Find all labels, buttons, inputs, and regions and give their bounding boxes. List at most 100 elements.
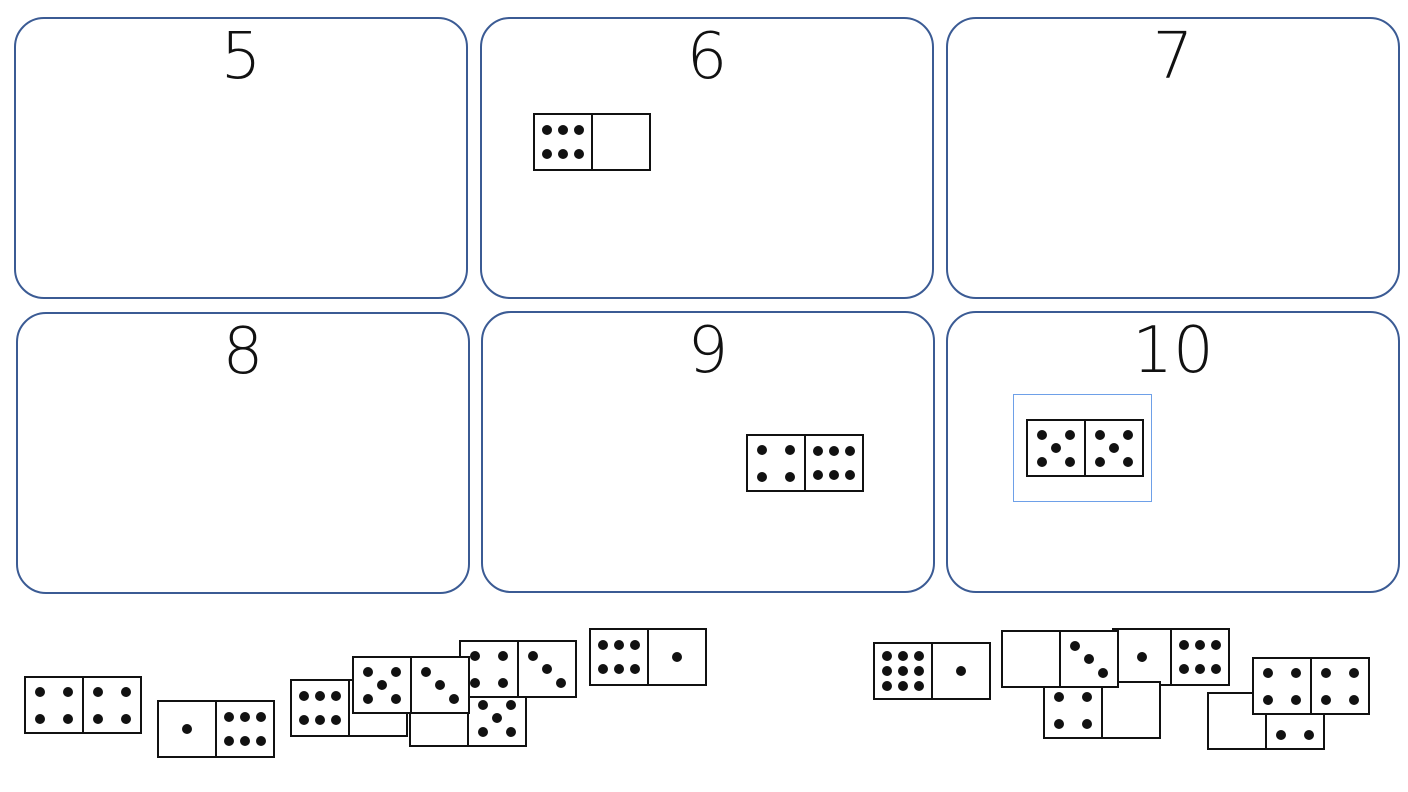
pip — [315, 714, 325, 725]
pip — [614, 663, 624, 674]
pip — [1195, 663, 1205, 674]
pip — [1321, 667, 1331, 678]
pip — [1321, 694, 1331, 705]
pip — [240, 735, 250, 746]
domino-half — [1045, 683, 1101, 737]
domino-half — [804, 436, 862, 490]
domino-half — [82, 678, 140, 732]
pip — [506, 699, 516, 710]
card-number: 8 — [222, 315, 264, 389]
domino[interactable] — [1026, 419, 1144, 477]
pip — [299, 691, 310, 702]
domino-half — [26, 678, 82, 732]
pip — [63, 713, 73, 724]
pip — [498, 650, 508, 661]
pip — [363, 693, 373, 704]
card-8: 8 — [16, 312, 470, 594]
card-number: 6 — [686, 20, 728, 94]
pip — [506, 726, 516, 737]
pip — [63, 686, 73, 697]
pip — [844, 469, 855, 480]
pip — [1109, 443, 1119, 453]
domino[interactable] — [1001, 630, 1119, 688]
pip — [542, 664, 552, 674]
pip — [573, 148, 584, 159]
domino-half — [517, 642, 575, 696]
pip — [785, 444, 795, 455]
pip — [255, 712, 266, 723]
pip — [1054, 691, 1064, 702]
pip — [1179, 663, 1190, 674]
card-number: 10 — [1132, 314, 1214, 388]
pip — [35, 713, 45, 724]
domino[interactable] — [24, 676, 142, 734]
pip — [1349, 667, 1359, 678]
pip — [558, 125, 568, 136]
domino[interactable] — [157, 700, 275, 758]
domino[interactable] — [533, 113, 651, 171]
selection-box — [1013, 394, 1152, 502]
domino[interactable] — [589, 628, 707, 686]
pip — [598, 663, 609, 674]
pip — [240, 712, 250, 723]
domino-half — [931, 644, 989, 698]
pip — [478, 699, 488, 710]
domino[interactable] — [1112, 628, 1230, 686]
pip — [1098, 667, 1108, 678]
domino[interactable] — [746, 434, 864, 492]
pip — [299, 714, 310, 725]
domino-half — [1003, 632, 1059, 686]
pip — [1349, 694, 1359, 705]
card-number: 9 — [687, 314, 729, 388]
pip — [913, 681, 924, 692]
pip — [757, 444, 767, 455]
card-9: 9 — [481, 311, 935, 593]
pip — [1291, 667, 1301, 678]
domino-half — [875, 644, 931, 698]
domino-half — [591, 630, 647, 684]
pip — [470, 650, 480, 661]
domino[interactable] — [459, 640, 577, 698]
pip — [1195, 640, 1205, 651]
pip — [829, 446, 839, 457]
pip — [93, 686, 103, 697]
pip — [1037, 429, 1047, 440]
pip — [391, 666, 401, 677]
pip — [844, 446, 855, 457]
pip — [898, 681, 908, 692]
pip — [913, 650, 924, 661]
pip — [1123, 429, 1133, 440]
pip — [1084, 654, 1094, 664]
pip — [898, 650, 908, 661]
pip — [1304, 729, 1314, 740]
pip — [224, 735, 235, 746]
domino[interactable] — [1252, 657, 1370, 715]
domino-half — [535, 115, 591, 169]
pip — [498, 677, 508, 688]
pip — [224, 712, 235, 723]
domino-half — [1028, 421, 1084, 475]
pip — [93, 713, 103, 724]
domino[interactable] — [352, 656, 470, 714]
domino[interactable] — [1043, 681, 1161, 739]
domino-half — [1101, 683, 1159, 737]
domino[interactable] — [873, 642, 991, 700]
pip — [182, 724, 192, 734]
pip — [377, 680, 387, 690]
pip — [1263, 667, 1273, 678]
pip — [492, 713, 502, 723]
domino-half — [647, 630, 705, 684]
pip — [1123, 456, 1133, 467]
pip — [956, 666, 966, 676]
pip — [363, 666, 373, 677]
pip — [882, 650, 893, 661]
pip — [1065, 429, 1075, 440]
pip — [542, 148, 553, 159]
domino-half — [159, 702, 215, 756]
pip — [470, 677, 480, 688]
domino-half — [292, 681, 348, 735]
pip — [528, 650, 538, 661]
pip — [1095, 429, 1105, 440]
pip — [435, 680, 445, 690]
